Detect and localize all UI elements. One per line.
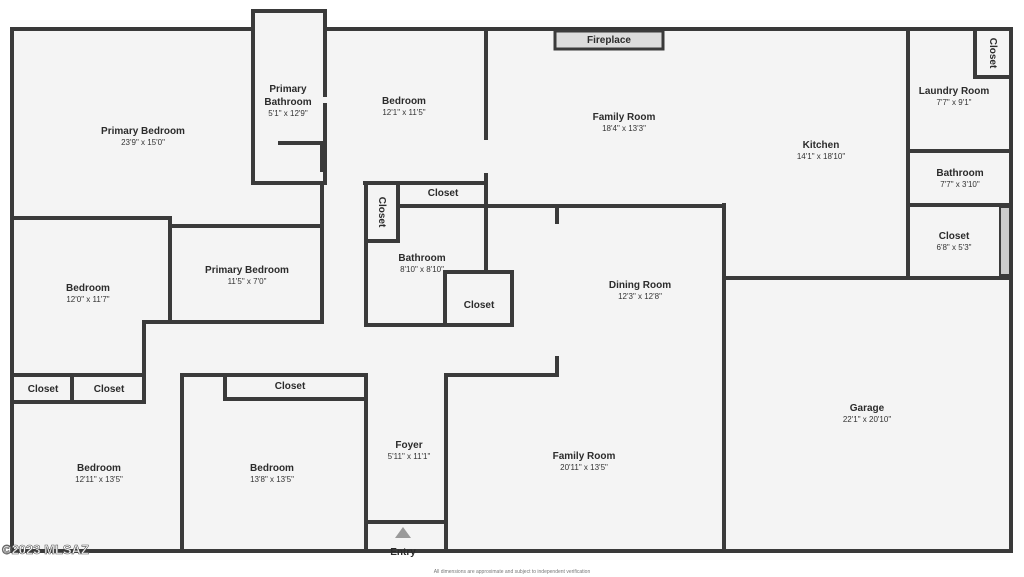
garage-dim: 22'1" x 20'10" [843,415,891,424]
closet-label-vertical: Closet [376,197,387,228]
dining-room-name: Dining Room [609,280,671,291]
bedroom-bl-dim: 12'11" x 13'5" [75,475,123,484]
closet-label-bm: Closet [275,381,306,392]
bedroom-bm-name: Bedroom [250,463,294,474]
laundry-room-name: Laundry Room [919,86,990,97]
closet-label-laundry: Closet [987,38,998,69]
bathroom-right-name: Bathroom [936,168,983,179]
closet-label-bath: Closet [464,300,495,311]
kitchen-name: Kitchen [803,140,840,151]
entry-label: Entry [390,547,416,558]
primary-bathroom-dim: 5'1" x 12'9" [268,109,308,118]
closet-right-dim: 6'8" x 5'3" [937,243,972,252]
kitchen-dim: 14'1" x 18'10" [797,152,845,161]
closet-label-bl2: Closet [94,384,125,395]
bedroom-bl-name: Bedroom [77,463,121,474]
family-room-top-name: Family Room [593,112,656,123]
primary-bedroom-2-dim: 11'5" x 7'0" [228,277,267,286]
room-labels: Primary Bedroom 23'9" x 15'0" Primary Ba… [66,84,989,484]
garage-name: Garage [850,403,885,414]
dining-room-dim: 12'3" x 12'8" [618,292,662,301]
primary-bedroom-dim: 23'9" x 15'0" [121,138,165,147]
family-room-top-dim: 18'4" x 13'3" [602,124,646,133]
foyer-name: Foyer [395,440,422,451]
bathroom-mid-name: Bathroom [398,253,445,264]
walls [10,9,1013,553]
closet-label-hall: Closet [428,188,459,199]
bedroom-left-dim: 12'0" x 11'7" [66,295,109,304]
closet-label-bl1: Closet [28,384,59,395]
bedroom-left-name: Bedroom [66,283,110,294]
fireplace-label: Fireplace [587,35,631,46]
copyright-watermark: ©2023 MLSAZ [2,542,89,557]
bathroom-mid-dim: 8'10" x 8'10" [400,265,444,274]
family-room-bottom-dim: 20'11" x 13'5" [560,463,608,472]
entry-arrow-icon [395,527,411,538]
bedroom-bm-dim: 13'8" x 13'5" [250,475,294,484]
primary-bedroom-name: Primary Bedroom [101,126,185,137]
primary-bathroom-name-1: Primary [269,84,307,95]
disclaimer-text: All dimensions are approximate and subje… [434,569,591,575]
feature-labels: Fireplace Closet Closet Closet Closet Cl… [28,35,998,558]
primary-bathroom-name-2: Bathroom [264,97,311,108]
closet-right-name: Closet [939,231,970,242]
foyer-dim: 5'11" x 11'1" [388,452,431,461]
bedroom-top-name: Bedroom [382,96,426,107]
bedroom-top-dim: 12'1" x 11'5" [382,108,425,117]
bathroom-right-dim: 7'7" x 3'10" [940,180,980,189]
family-room-bottom-name: Family Room [553,451,616,462]
primary-bedroom-2-name: Primary Bedroom [205,265,289,276]
laundry-room-dim: 7'7" x 9'1" [937,98,972,107]
